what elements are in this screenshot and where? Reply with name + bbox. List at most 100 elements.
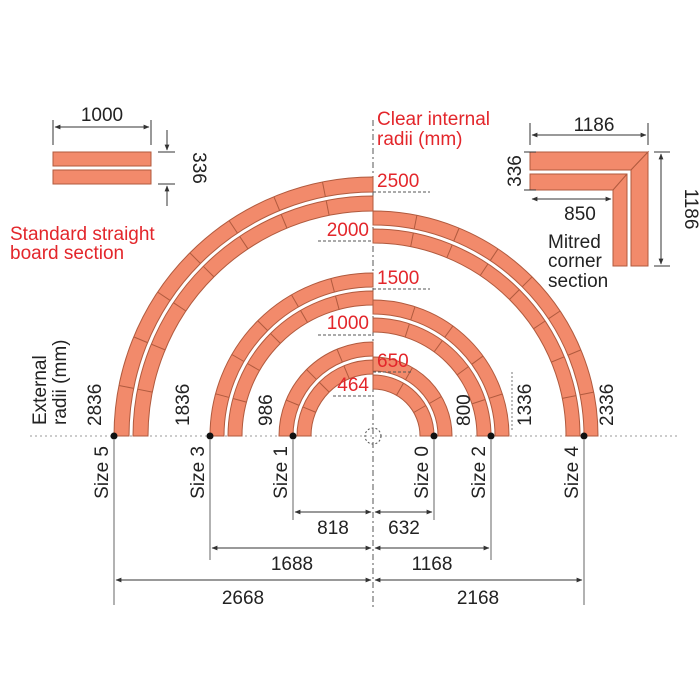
centre-mark (364, 427, 382, 445)
size-3-arc (209, 272, 374, 437)
internal-radius-2000: 2000 (327, 220, 369, 241)
external-radii-title-line2: radii (mm) (50, 340, 71, 426)
external-radius-1336: 1336 (515, 384, 536, 426)
segment-joint (257, 320, 268, 331)
clear-radii-title-line2: radii (mm) (377, 129, 463, 150)
external-radius-2836: 2836 (85, 384, 106, 426)
internal-radius-650: 650 (377, 351, 409, 372)
segment-joint (189, 252, 201, 264)
mitred-width-label: 336 (505, 155, 526, 187)
size-5-label: Size 5 (92, 446, 113, 499)
dim-size0-632: 632 (388, 518, 420, 539)
segment-joint (429, 396, 442, 404)
segment-joint (151, 343, 166, 351)
segment-joint (433, 340, 443, 353)
segment-joint (413, 405, 427, 413)
segment-joint (446, 244, 453, 258)
size-3-arc (227, 290, 374, 437)
segment-joint (247, 363, 260, 371)
internal-radius-1000: 1000 (327, 313, 369, 334)
segment-joint (215, 393, 230, 398)
segment-joint (548, 310, 561, 320)
straight-title-line1: Standard straight (10, 224, 155, 245)
segment-joint (488, 393, 503, 399)
segment-joint (562, 395, 577, 399)
segment-joint (410, 306, 416, 321)
size-4-arc (372, 210, 599, 437)
external-radius-1836: 1836 (173, 384, 194, 426)
segment-joint (456, 366, 469, 376)
external-radius-2336: 2336 (597, 384, 618, 426)
straight-width-label: 336 (188, 152, 209, 184)
size-dots (110, 432, 588, 440)
segment-joint (137, 388, 153, 393)
mitred-outer-label: 1186 (574, 115, 615, 136)
dim-size4-2168: 2168 (457, 588, 499, 609)
segment-joint (318, 381, 330, 393)
segment-joint (291, 294, 299, 308)
segment-joint (321, 181, 326, 197)
segment-joint (300, 310, 308, 323)
external-radius-986: 986 (256, 394, 277, 426)
segment-joint (336, 348, 343, 363)
internal-radius-underlines (318, 191, 430, 397)
segment-joint (479, 263, 489, 276)
segment-joint (533, 320, 546, 330)
segment-joint (330, 278, 335, 293)
segment-joint (118, 384, 134, 389)
pipe-arcs (113, 176, 599, 437)
segment-joint (413, 215, 418, 230)
dim-size3-1688: 1688 (271, 554, 313, 575)
segment-joint (410, 232, 414, 247)
internal-radius-2500: 2500 (377, 171, 419, 192)
segment-joint (471, 399, 486, 405)
segment-joint (270, 333, 281, 344)
segment-joint (551, 356, 565, 363)
mitred-title-line1: Mitred (548, 232, 601, 253)
size-2-arc (372, 299, 510, 437)
segment-joint (302, 406, 316, 413)
segment-joint (521, 276, 533, 288)
dim-size1-818: 818 (317, 518, 349, 539)
size-4-label: Size 4 (562, 446, 583, 499)
size-0-arc (372, 356, 453, 437)
size-5-arc (132, 195, 374, 437)
size-4-arc (372, 228, 581, 437)
segment-joint (509, 289, 520, 300)
mitred-title-line2: corner (548, 251, 603, 272)
mitred-inner-label: 850 (564, 204, 596, 225)
straight-length-label: 1000 (81, 105, 123, 126)
size-0-arc (372, 374, 435, 437)
segment-joint (285, 399, 300, 406)
segment-joint (471, 355, 484, 365)
external-radius-800: 800 (454, 394, 475, 426)
segment-joint (133, 336, 148, 344)
segment-joint (453, 227, 460, 242)
mitred-side-label: 1186 (680, 189, 700, 230)
size-extension-lines (113, 440, 585, 605)
size-2-arc (372, 317, 492, 437)
segment-joint (232, 397, 247, 403)
internal-radius-464: 464 (337, 375, 369, 396)
straight-board-section (52, 120, 175, 206)
segment-joint (202, 265, 215, 278)
size-1-label: Size 1 (271, 446, 292, 499)
segment-joint (404, 323, 410, 338)
bottom-dimension-lines (115, 509, 583, 583)
segment-joint (280, 214, 288, 229)
size-5-arc (113, 176, 374, 437)
mitred-title-line3: section (548, 271, 608, 292)
segment-joint (173, 302, 187, 312)
segment-joint (228, 220, 238, 234)
segment-joint (567, 349, 582, 356)
segment-joint (489, 248, 499, 261)
segment-joint (273, 196, 281, 211)
size-2-label: Size 2 (469, 446, 490, 499)
segment-joint (334, 295, 340, 310)
segment-joint (306, 369, 317, 380)
segment-joint (325, 200, 330, 216)
mitred-corner-section (524, 123, 670, 267)
external-radii-title-line1: External (30, 355, 51, 425)
straight-title-line2: board section (10, 243, 124, 264)
segment-joint (343, 365, 350, 379)
